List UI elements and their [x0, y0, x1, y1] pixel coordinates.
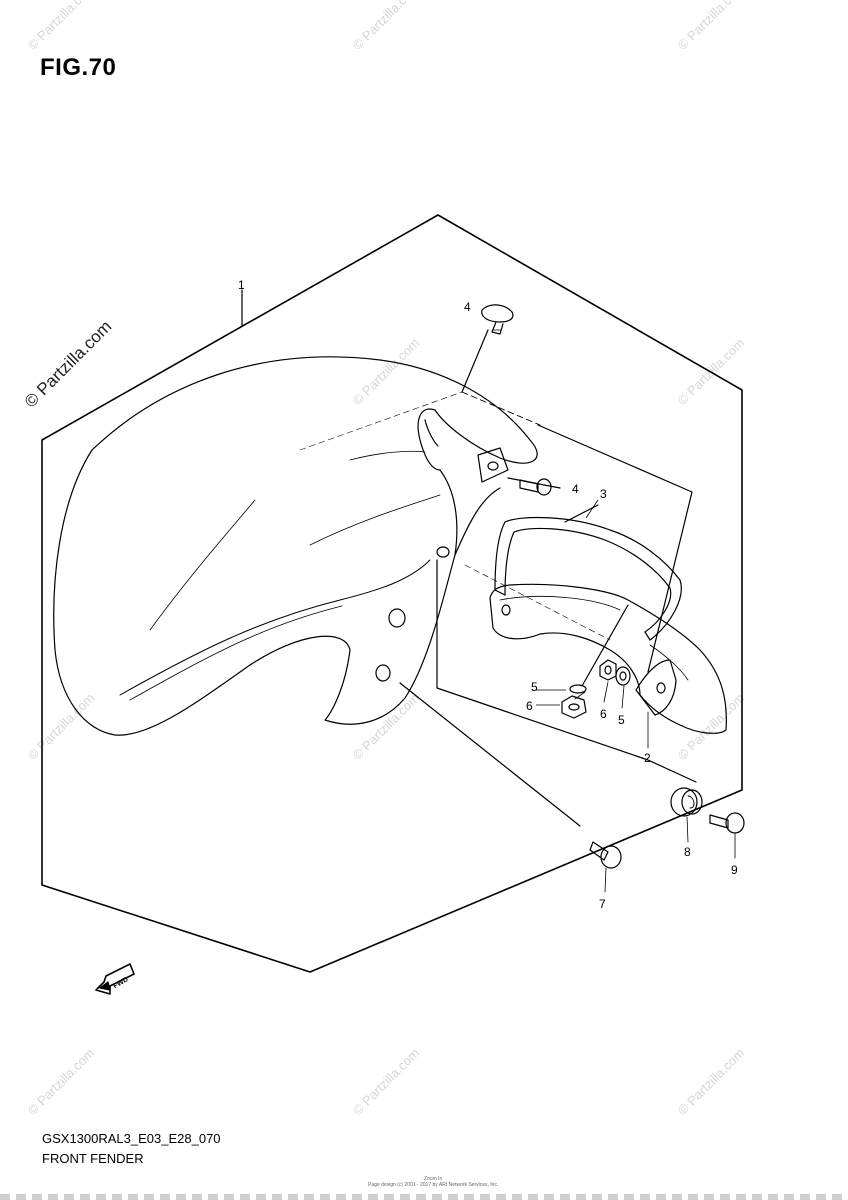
callout-6-left: 6 [526, 699, 533, 713]
callout-1: 1 [238, 278, 245, 292]
leader-7 [399, 682, 581, 827]
screw-7 [589, 841, 622, 869]
callout-7: 7 [599, 897, 606, 911]
fender-brace [494, 516, 682, 641]
callout-6-right: 6 [600, 707, 607, 721]
screw-4-right [519, 478, 552, 496]
bottom-border [0, 1194, 848, 1200]
model-code: GSX1300RAL3_E03_E28_070 [42, 1131, 221, 1146]
cushion-8 [670, 787, 703, 817]
callout-4-top: 4 [464, 300, 471, 314]
subassembly-boundary [436, 559, 697, 783]
leader-3b [581, 604, 629, 687]
nut-6-left [561, 695, 587, 719]
callout-5-right: 5 [618, 713, 625, 727]
callout-2: 2 [644, 751, 651, 765]
credit-copyright: Page design (c) 2001 - 2017 by ARI Netwo… [368, 1182, 499, 1188]
forward-direction-arrow [95, 963, 135, 995]
washer-5-left [569, 684, 587, 694]
figure-title: FIG.70 [40, 54, 117, 81]
assembly-boundary [41, 214, 743, 973]
callout-3: 3 [600, 487, 607, 501]
rear-fender-piece [489, 583, 727, 734]
callout-9: 9 [731, 863, 738, 877]
nut-6-right [599, 659, 617, 681]
front-fender [53, 356, 538, 736]
subassembly-boundary [537, 424, 693, 673]
washer-5-right [615, 666, 631, 686]
callout-8: 8 [684, 845, 691, 859]
figure-name: FRONT FENDER [42, 1151, 144, 1166]
credit-zoom-link[interactable]: Zoom In [424, 1176, 443, 1182]
leader-4a [461, 329, 489, 393]
callout-5-left: 5 [531, 680, 538, 694]
callout-4-right: 4 [572, 482, 579, 496]
screw-4-top [481, 304, 514, 335]
page-credit: Zoom In Page design (c) 2001 - 2017 by A… [368, 1176, 498, 1188]
bolt-9 [709, 812, 745, 834]
